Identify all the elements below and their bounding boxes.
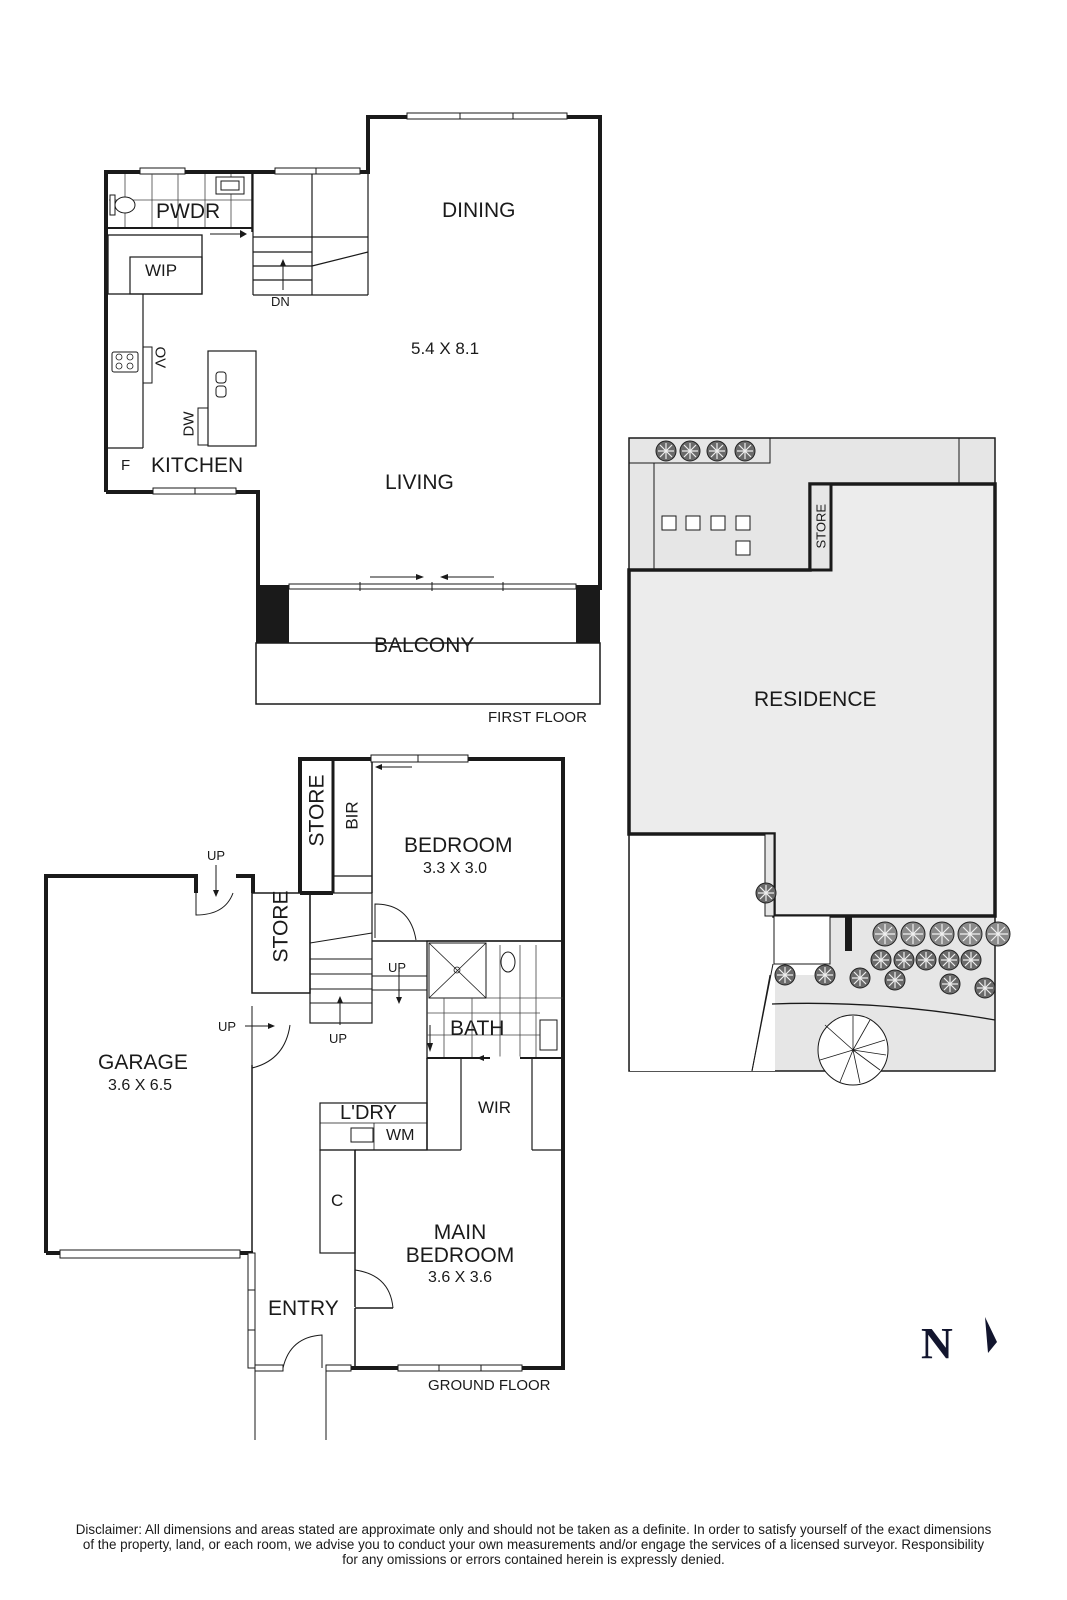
disclaimer: Disclaimer: All dimensions and areas sta… (10, 1522, 1057, 1567)
bedroom-dimensions: 3.3 X 3.0 (423, 860, 488, 877)
room-label-laundry: L'DRY (340, 1102, 397, 1124)
living-dimensions: 5.4 X 8.1 (411, 339, 480, 358)
site-residence-label: RESIDENCE (754, 688, 877, 711)
stairs-down-label: DN (271, 294, 290, 309)
ground-floor-label: GROUND FLOOR (428, 1377, 551, 1394)
room-label-living: LIVING (385, 471, 454, 494)
room-label-bath: BATH (450, 1017, 505, 1040)
washing-machine-label: WM (386, 1127, 415, 1144)
disclaimer-line-1: Disclaimer: All dimensions and areas sta… (75, 1522, 992, 1537)
cupboard-label: C (331, 1191, 344, 1210)
garage-dimensions: 3.6 X 6.5 (108, 1077, 173, 1094)
up-label-side-door: UP (218, 1019, 237, 1034)
room-label-garage: GARAGE (98, 1051, 188, 1074)
site-store-label: STORE (813, 503, 829, 549)
ground-floor-plan (44, 754, 565, 1440)
room-label-store-lower: STORE (269, 890, 293, 963)
dishwasher-label: DW (180, 411, 198, 437)
room-label-powder: PWDR (156, 200, 221, 223)
up-label-stairs: UP (329, 1031, 348, 1046)
first-floor-label: FIRST FLOOR (488, 709, 587, 726)
main-bedroom-dimensions: 3.6 X 3.6 (427, 1269, 493, 1286)
room-label-kitchen: KITCHEN (151, 454, 244, 477)
fridge-label: F (121, 457, 131, 474)
room-label-dining: DINING (442, 199, 516, 222)
room-label-main-bedroom-line1: MAIN (433, 1221, 487, 1244)
first-floor-plan (104, 112, 602, 705)
site-plan (627, 437, 997, 1086)
room-label-wir: WIR (478, 1098, 512, 1117)
up-label-garage-door: UP (207, 848, 226, 863)
disclaimer-line-2: of the property, land, or each room, we … (82, 1537, 985, 1552)
room-label-main-bedroom-line2: BEDROOM (405, 1244, 515, 1267)
room-label-bedroom: BEDROOM (404, 834, 513, 857)
north-indicator: N (921, 1319, 953, 1368)
disclaimer-line-3: for any omissions or errors contained he… (342, 1552, 725, 1567)
room-label-balcony: BALCONY (374, 634, 475, 657)
room-label-entry: ENTRY (268, 1297, 339, 1320)
room-label-bir: BIR (342, 801, 362, 830)
room-label-wip: WIP (145, 261, 178, 280)
north-arrow-icon (985, 1317, 997, 1353)
room-label-store-upper: STORE (305, 774, 329, 847)
up-label-hall: UP (388, 960, 407, 975)
oven-label: OV (151, 346, 169, 369)
